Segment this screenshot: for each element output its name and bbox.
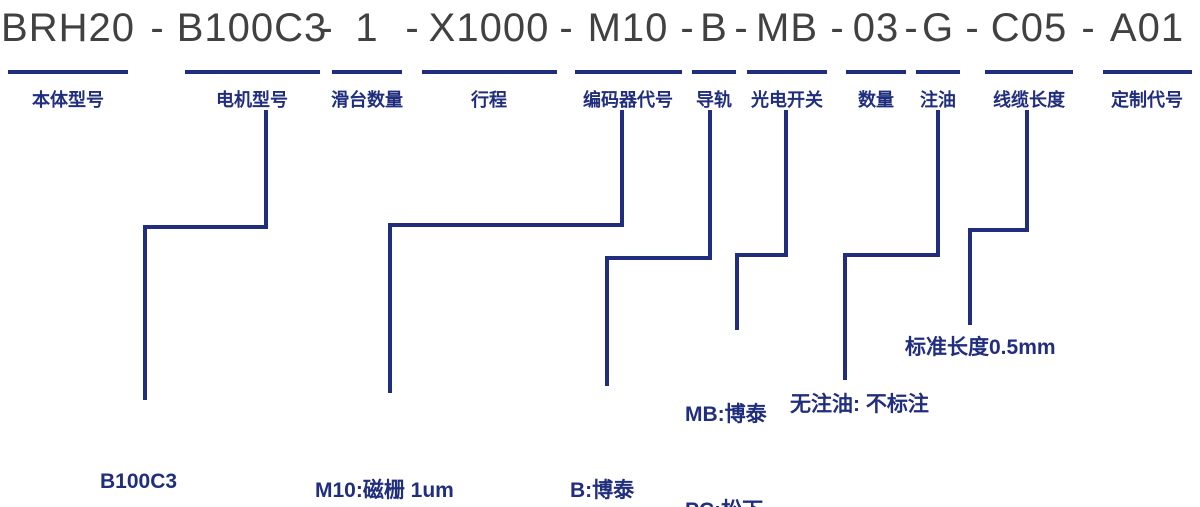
label-quantity: 数量	[858, 90, 894, 110]
connector-oiling	[936, 110, 940, 257]
label-custom: 定制代号	[1111, 90, 1183, 110]
connector-motor-model	[264, 110, 268, 229]
underline-custom	[1103, 70, 1192, 74]
underline-quantity	[846, 70, 906, 74]
connector-motor-model	[143, 225, 268, 229]
label-slide-count: 滑台数量	[331, 90, 403, 110]
underline-encoder	[575, 70, 682, 74]
switch-option: PC:松下	[685, 495, 767, 507]
switch-option: MB:博泰	[685, 403, 767, 426]
code-custom: A01	[1109, 6, 1185, 50]
connector-photo-switch	[735, 253, 739, 330]
label-encoder: 编码器代号	[583, 90, 673, 110]
encoder-options-list: M10:磁栅 1um G10:光栅 1um G05:光栅 0.5um	[315, 398, 470, 507]
title-hyphen: -	[319, 6, 333, 50]
underline-motor-model	[185, 70, 320, 74]
oiling-note: 无注油: 不标注	[790, 393, 929, 416]
connector-guide-rail	[708, 110, 712, 260]
code-quantity: 03	[852, 6, 900, 50]
connector-motor-model	[143, 225, 147, 400]
connector-oiling	[843, 253, 940, 257]
connector-photo-switch	[784, 110, 788, 257]
connector-encoder	[388, 223, 392, 393]
label-photo-switch: 光电开关	[751, 90, 823, 110]
label-stroke: 行程	[471, 90, 507, 110]
label-body-model: 本体型号	[32, 90, 104, 110]
connector-cable-length	[1025, 110, 1029, 232]
label-oiling: 注油	[920, 90, 956, 110]
code-body-model: BRH20	[1, 6, 135, 50]
title-hyphen: -	[150, 6, 164, 50]
connector-guide-rail	[605, 256, 712, 260]
code-oiling: G	[921, 6, 955, 50]
rail-options-list: B:博泰 H:上银 T:THK	[570, 398, 634, 507]
connector-cable-length	[968, 228, 972, 325]
motor-option: B100C3	[100, 470, 178, 493]
connector-oiling	[843, 253, 847, 380]
code-encoder: M10	[587, 6, 669, 50]
underline-guide-rail	[692, 70, 736, 74]
title-hyphen: -	[559, 6, 573, 50]
underline-photo-switch	[747, 70, 827, 74]
rail-option: B:博泰	[570, 479, 635, 502]
title-hyphen: -	[830, 6, 844, 50]
code-slide-count: 1	[355, 6, 379, 50]
label-guide-rail: 导轨	[696, 90, 732, 110]
code-photo-switch: MB	[756, 6, 818, 50]
underline-slide-count	[332, 70, 402, 74]
title-hyphen: -	[1081, 6, 1095, 50]
underline-stroke	[422, 70, 557, 74]
motor-options-list: B100C3 B100C4 B100C6	[100, 402, 177, 507]
underline-cable-length	[985, 70, 1073, 74]
title-hyphen: -	[405, 6, 419, 50]
label-motor-model: 电机型号	[216, 90, 288, 110]
connector-encoder	[388, 223, 624, 227]
title-hyphen: -	[734, 6, 748, 50]
connector-cable-length	[968, 228, 1029, 232]
underline-oiling	[916, 70, 960, 74]
title-hyphen: -	[680, 6, 694, 50]
title-hyphen: -	[904, 6, 918, 50]
label-cable-length: 线缆长度	[993, 90, 1065, 110]
title-hyphen: -	[965, 6, 979, 50]
cable-length-note: 标准长度0.5mm	[905, 336, 1056, 359]
connector-guide-rail	[605, 256, 609, 386]
code-cable-length: C05	[990, 6, 1068, 50]
code-motor-model: B100C3	[176, 6, 328, 50]
encoder-option: M10:磁栅 1um	[315, 479, 454, 502]
connector-encoder	[620, 110, 624, 227]
code-guide-rail: B	[700, 6, 728, 50]
underline-body-model	[8, 70, 128, 74]
switch-options-list: MB:博泰 PC:松下	[685, 335, 767, 507]
code-stroke: X1000	[428, 6, 550, 50]
connector-photo-switch	[735, 253, 788, 257]
